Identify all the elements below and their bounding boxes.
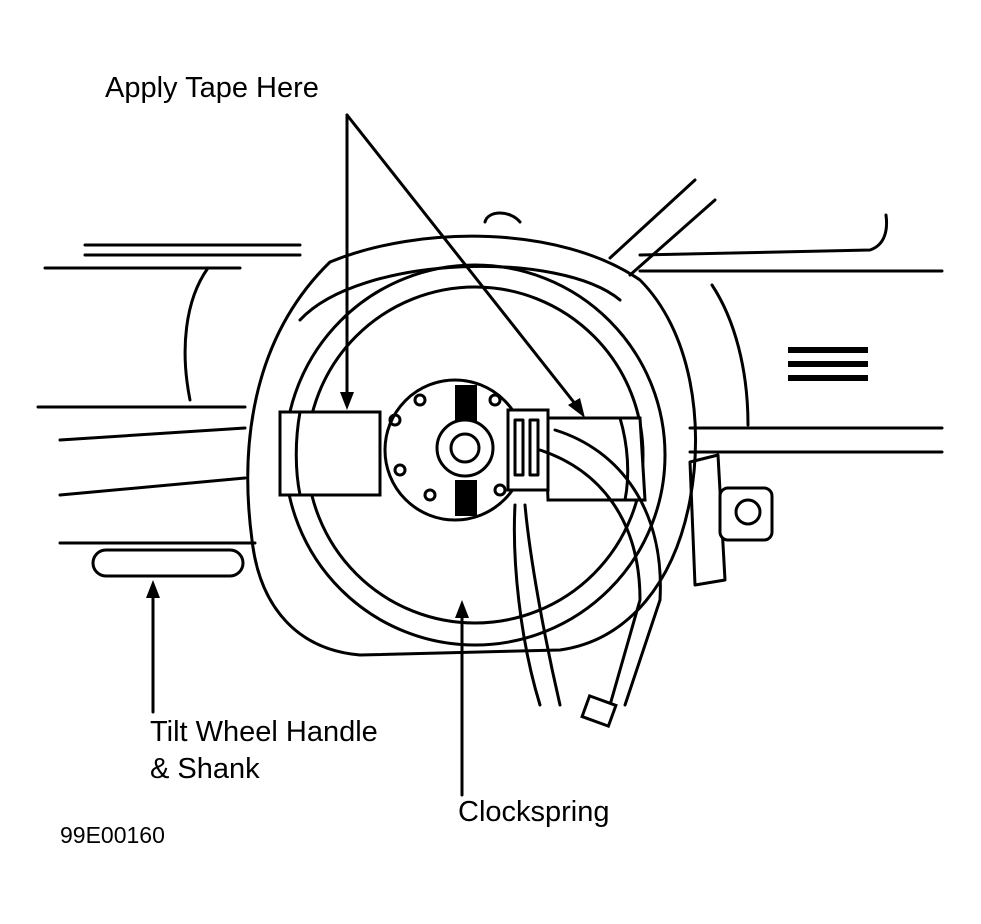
- clockspring-label: Clockspring: [458, 796, 610, 828]
- column-right: [608, 178, 944, 587]
- steering-column: [36, 243, 302, 545]
- tilt-wheel-label-line1: Tilt Wheel Handle: [150, 716, 378, 748]
- tilt-wheel-handle: [91, 548, 245, 578]
- figure-code: 99E00160: [60, 822, 165, 848]
- tilt-wheel-label-line2: & Shank: [150, 753, 260, 785]
- leader-lines: [146, 113, 585, 797]
- apply-tape-label: Apply Tape Here: [105, 72, 319, 104]
- clockspring-housing: [246, 211, 698, 729]
